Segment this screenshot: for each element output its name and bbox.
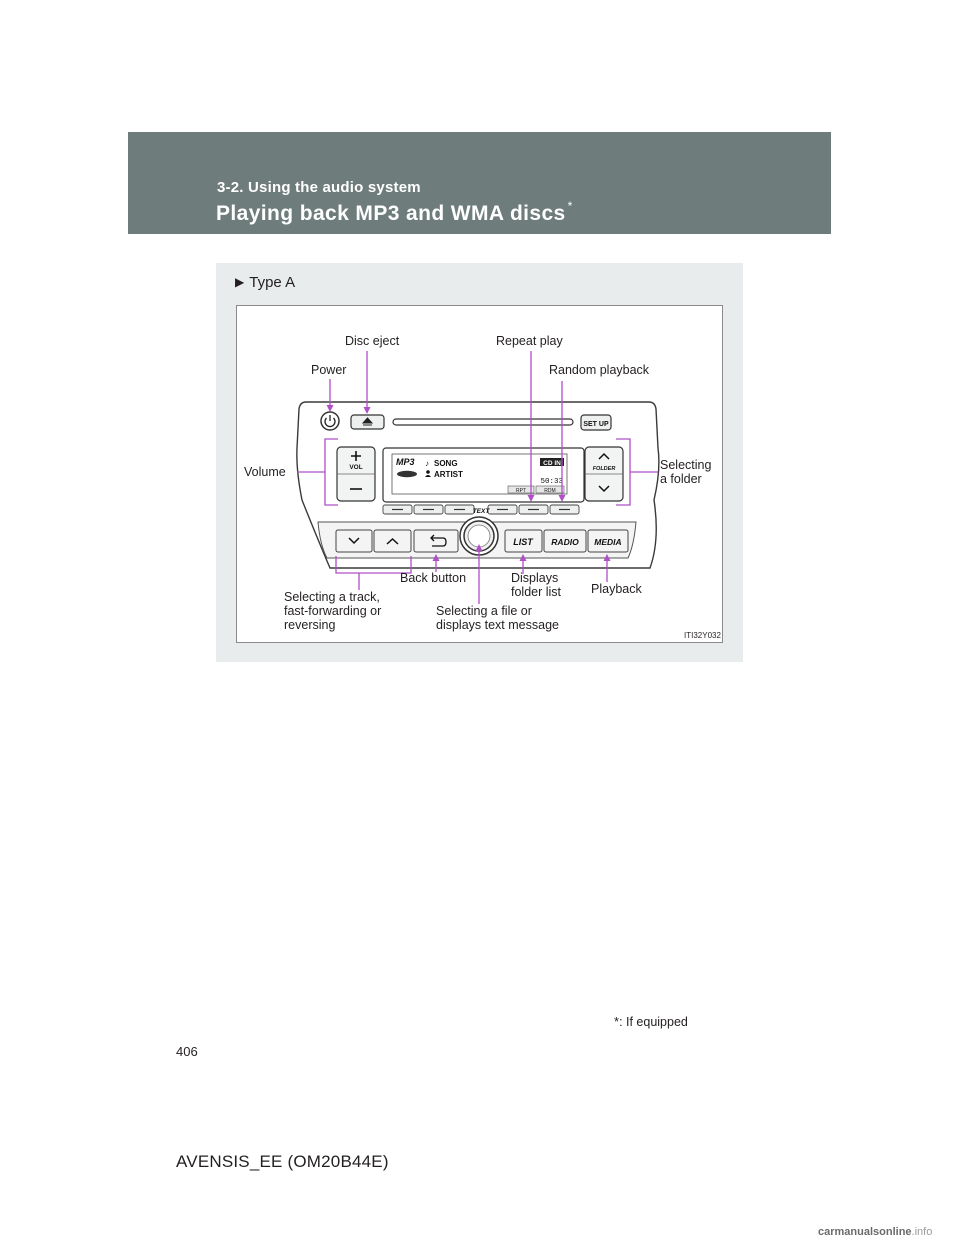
display-artist: ARTIST bbox=[434, 470, 463, 479]
callout-displays-folder-line2: folder list bbox=[511, 585, 562, 599]
rpt-indicator bbox=[507, 485, 535, 494]
footnote-text: : If equipped bbox=[619, 1015, 688, 1029]
radio-button[interactable] bbox=[543, 529, 587, 553]
media-label: MEDIA bbox=[594, 537, 621, 547]
callout-disc-eject: Disc eject bbox=[345, 334, 400, 348]
display-source: CD IN bbox=[543, 460, 561, 467]
plus-icon bbox=[351, 451, 361, 461]
callout-displays-folder-list: Displays folder list bbox=[511, 571, 561, 599]
music-note-icon: ♪ bbox=[425, 459, 429, 468]
callout-selecting-track: Selecting a track, fast-forwarding or re… bbox=[284, 590, 381, 632]
page-heading-text: Playing back MP3 and WMA discs bbox=[216, 202, 566, 225]
page-number: 406 bbox=[176, 1044, 198, 1059]
callout-random-playback: Random playback bbox=[549, 363, 650, 377]
chevron-up-icon bbox=[598, 452, 610, 460]
figure-code: ITI32Y032 bbox=[684, 631, 721, 640]
text-label: TEXT bbox=[473, 508, 491, 515]
disc-slot bbox=[392, 418, 574, 426]
radio-label: RADIO bbox=[551, 537, 579, 547]
display-song: SONG bbox=[434, 459, 458, 468]
callout-selecting-folder: Selecting a folder bbox=[660, 458, 711, 486]
folder-label: FOLDER bbox=[593, 466, 616, 472]
watermark: carmanualsonline.info bbox=[818, 1226, 932, 1238]
watermark-tld: .info bbox=[911, 1226, 933, 1238]
callout-volume: Volume bbox=[244, 465, 286, 479]
footnote-asterisk: * bbox=[614, 1014, 620, 1029]
callout-selecting-track-line1: Selecting a track, bbox=[284, 590, 380, 604]
back-arrow-icon bbox=[430, 534, 447, 547]
callout-back-button: Back button bbox=[400, 571, 467, 585]
callout-power: Power bbox=[311, 363, 347, 377]
eject-icon bbox=[361, 417, 374, 426]
callout-selecting-track-line2: fast-forwarding or bbox=[284, 604, 382, 618]
back-button[interactable] bbox=[413, 529, 459, 553]
setup-label: SET UP bbox=[583, 421, 609, 428]
callout-lines bbox=[297, 351, 658, 604]
callout-selecting-file-line1: Selecting a file or bbox=[436, 604, 532, 618]
callout-displays-folder-line1: Displays bbox=[511, 571, 559, 585]
preset-buttons[interactable] bbox=[382, 504, 580, 515]
list-label: LIST bbox=[513, 537, 534, 547]
model-code: AVENSIS_EE (OM20B44E) bbox=[176, 1152, 389, 1171]
callout-repeat-play: Repeat play bbox=[496, 334, 563, 348]
artist-icon bbox=[426, 470, 430, 474]
chevron-down-icon bbox=[598, 485, 610, 493]
callout-selecting-file-line2: displays text message bbox=[436, 618, 559, 632]
callout-selecting-file: Selecting a file or displays text messag… bbox=[436, 604, 559, 632]
display-format: MP3 bbox=[396, 457, 415, 467]
callout-selecting-track-line3: reversing bbox=[284, 618, 336, 632]
type-label: ▶ Type A bbox=[235, 274, 295, 291]
type-label-text: Type A bbox=[249, 274, 296, 291]
watermark-brand: carmanualsonline bbox=[818, 1226, 912, 1238]
equipped-asterisk: * bbox=[567, 199, 573, 213]
footnote: *: If equipped bbox=[614, 1014, 688, 1029]
setup-button[interactable] bbox=[580, 414, 612, 431]
callout-selecting-folder-line2: a folder bbox=[660, 472, 702, 486]
chevron-down-icon bbox=[348, 537, 360, 545]
display-time: 50:33 bbox=[540, 478, 563, 486]
disc-indicator bbox=[397, 470, 417, 478]
display-rdm: RDM bbox=[544, 488, 555, 494]
list-button[interactable] bbox=[504, 529, 543, 553]
track-up-button[interactable] bbox=[373, 529, 412, 553]
chapter-header-bar bbox=[128, 132, 831, 234]
power-icon bbox=[324, 417, 336, 428]
section-title: 3-2. Using the audio system bbox=[217, 179, 421, 196]
display-rpt: RPT bbox=[516, 488, 526, 494]
track-down-button[interactable] bbox=[335, 529, 373, 553]
source-indicator bbox=[540, 458, 564, 466]
play-arrow-icon: ▶ bbox=[235, 275, 245, 289]
media-button[interactable] bbox=[587, 529, 629, 553]
rdm-indicator bbox=[535, 485, 565, 494]
chevron-up-icon bbox=[386, 537, 399, 545]
vol-label: VOL bbox=[349, 464, 362, 471]
callout-arrowheads bbox=[326, 405, 611, 561]
page-heading: Playing back MP3 and WMA discs* bbox=[216, 199, 573, 226]
callout-selecting-folder-line1: Selecting bbox=[660, 458, 712, 472]
callout-playback: Playback bbox=[591, 582, 642, 596]
